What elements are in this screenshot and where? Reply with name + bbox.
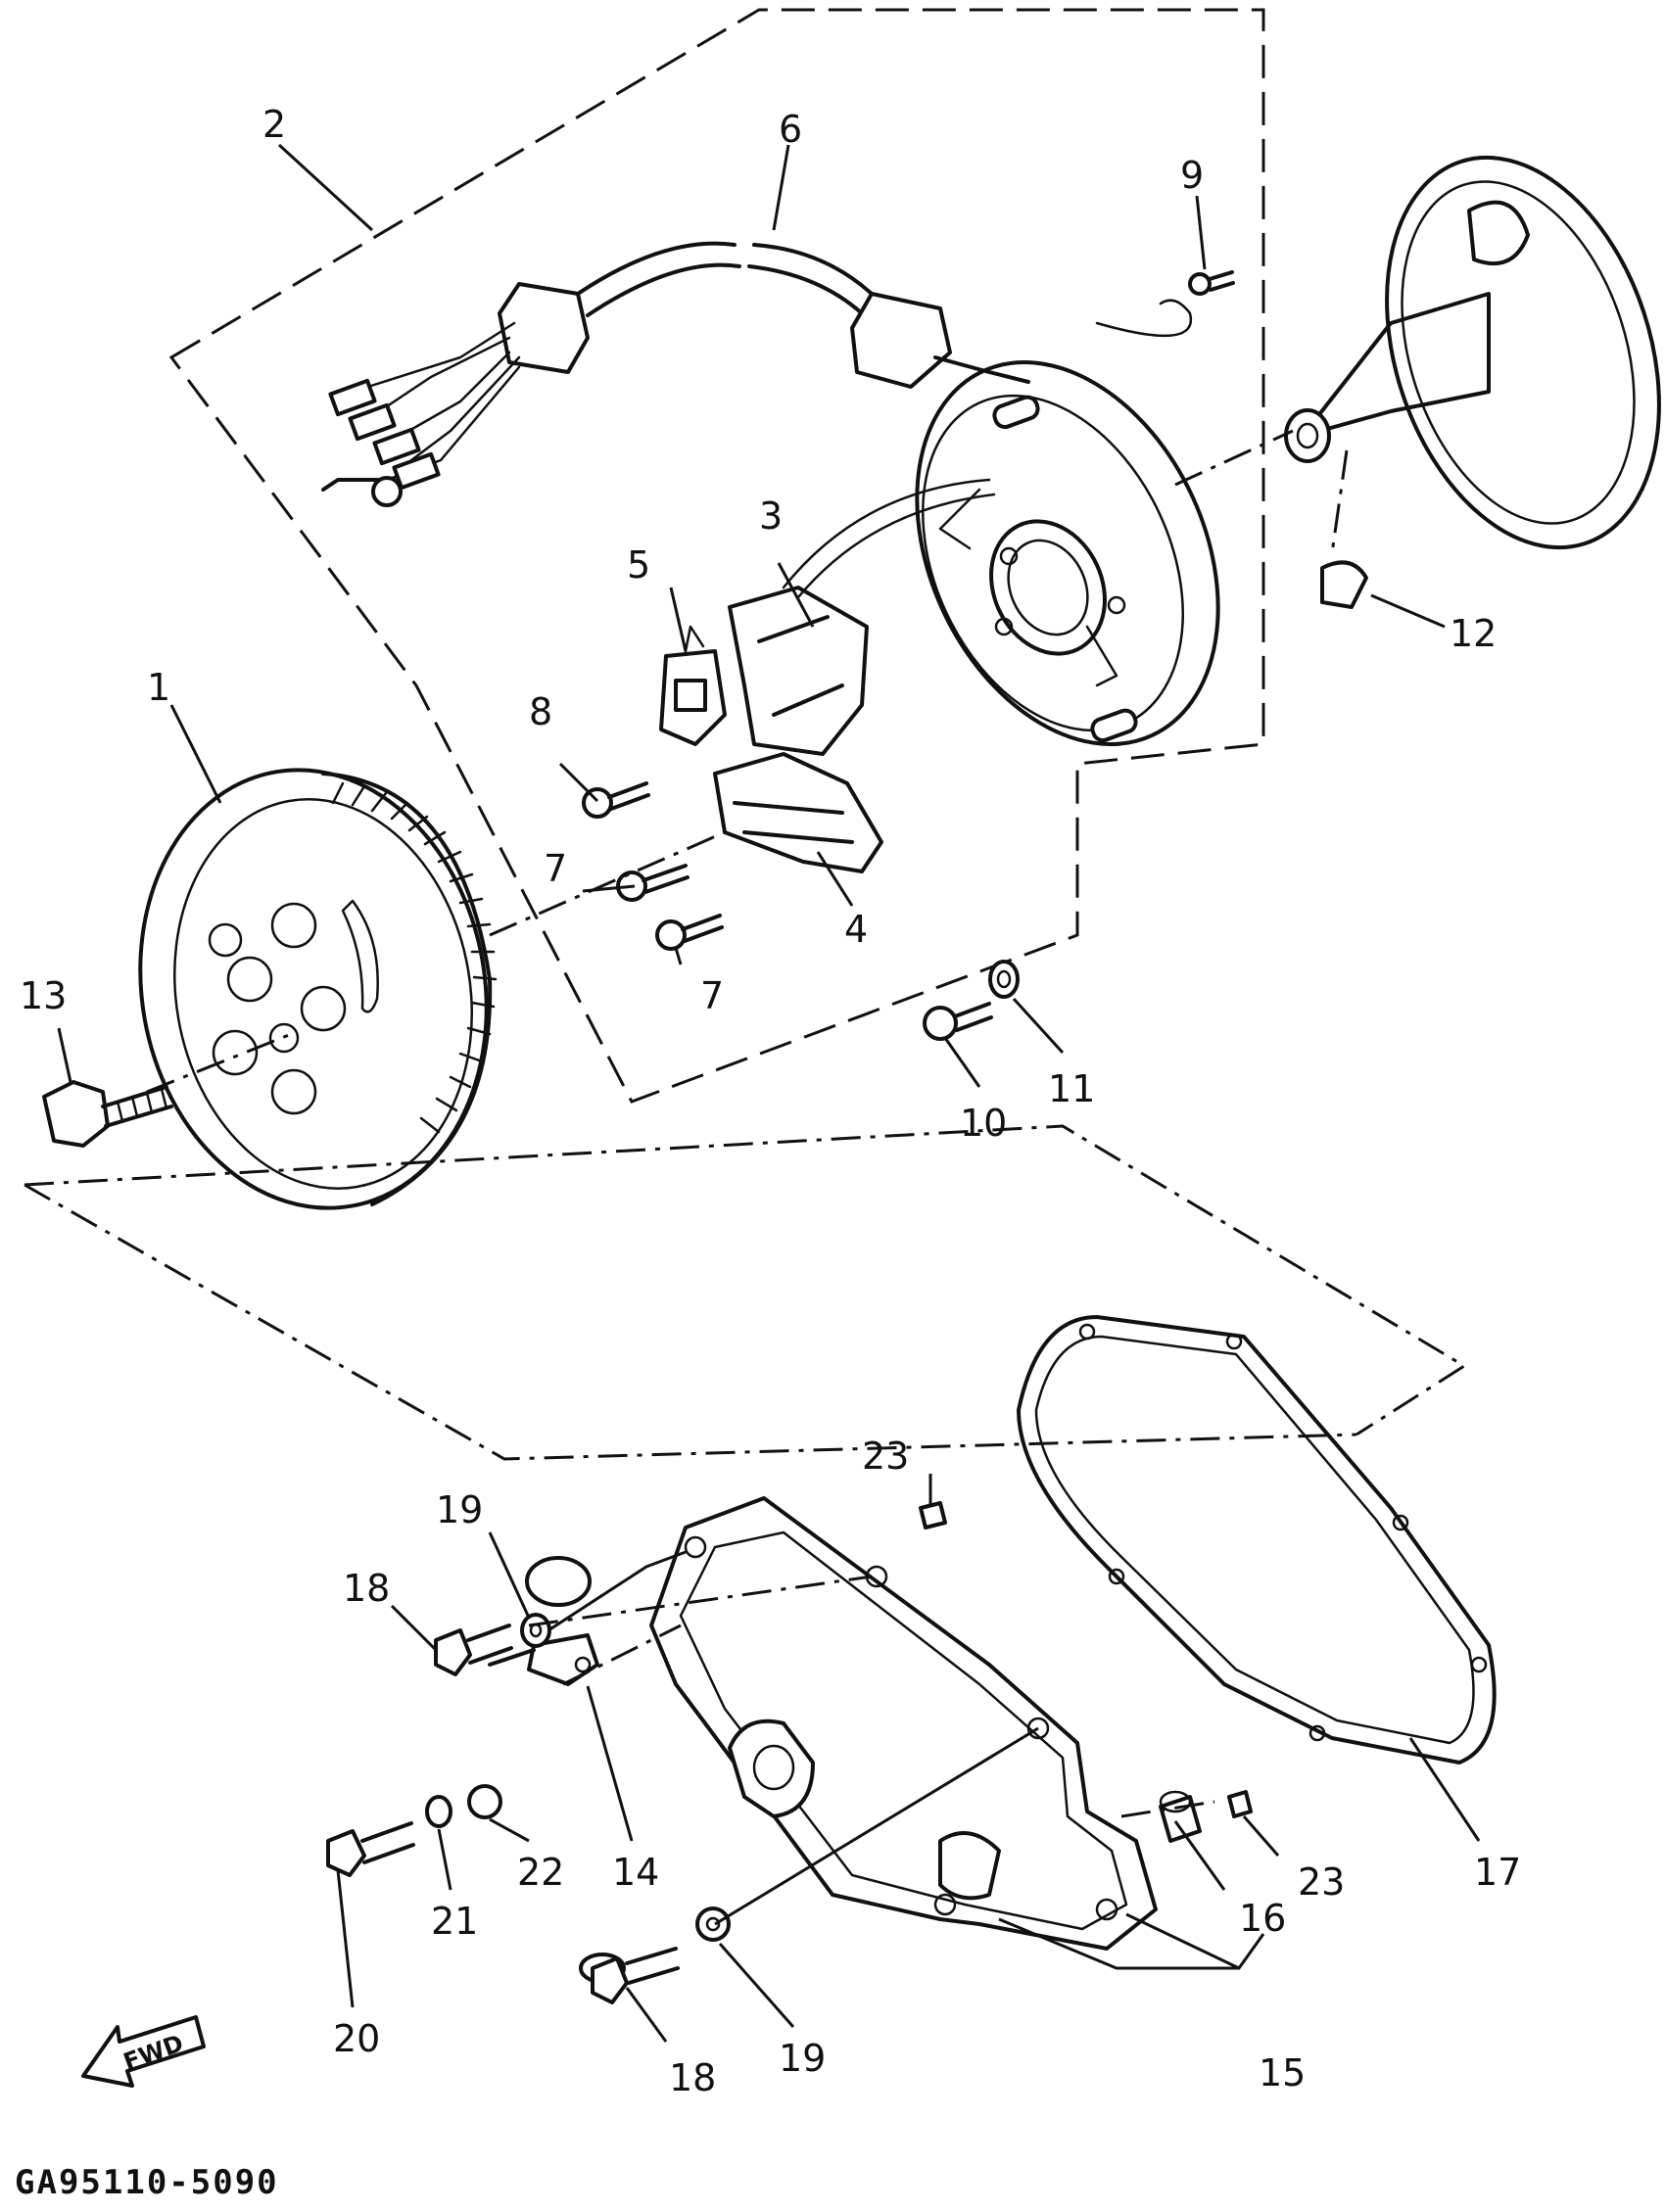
cover-group-boundary <box>24 1124 1467 1461</box>
callout-6: 6 <box>779 108 802 151</box>
callout-9: 9 <box>1180 154 1204 197</box>
stator-base-plate <box>915 360 1220 746</box>
wire-clamp <box>488 1556 599 1686</box>
callout-20: 20 <box>333 2017 380 2060</box>
callout-23-b: 23 <box>1298 1860 1345 1904</box>
cover-fasteners <box>326 1501 1253 2004</box>
flywheel-bolt <box>42 1080 173 1148</box>
callout-22: 22 <box>517 1851 564 1894</box>
callout-14: 14 <box>612 1851 659 1894</box>
alignment-lines <box>146 429 1349 1926</box>
callout-18-b: 18 <box>669 2056 716 2099</box>
callout-7-b: 7 <box>700 974 724 1017</box>
cover-gasket <box>1017 1315 1497 1765</box>
fwd-arrow: FWD <box>81 2015 206 2088</box>
flywheel-rotor <box>138 768 498 1210</box>
callout-1: 1 <box>147 666 170 709</box>
stator-screws <box>582 270 1235 951</box>
callout-17: 17 <box>1474 1851 1521 1894</box>
callout-12: 12 <box>1450 612 1497 655</box>
callout-16: 16 <box>1239 1897 1286 1940</box>
charging-coil <box>728 478 996 756</box>
callout-5: 5 <box>627 543 650 587</box>
callout-19-a: 19 <box>436 1488 483 1531</box>
callout-19-b: 19 <box>779 2037 826 2080</box>
callout-11: 11 <box>1048 1067 1095 1110</box>
leader-lines <box>57 143 1481 2043</box>
screw-washer-set <box>923 960 1020 1041</box>
lighting-coil <box>713 752 883 873</box>
callout-2: 2 <box>262 103 286 146</box>
callout-13: 13 <box>20 974 67 1017</box>
callout-8: 8 <box>529 690 552 733</box>
callout-3: 3 <box>759 494 783 538</box>
pickup-coil <box>659 625 727 746</box>
crankcase-cover <box>649 1496 1158 1951</box>
stator-assembly-boundary <box>168 8 1265 1104</box>
diagram-code: GA95110-5090 <box>15 2163 279 2202</box>
callout-23-a: 23 <box>862 1435 909 1478</box>
callout-21: 21 <box>431 1900 478 1943</box>
rotor-hub <box>1284 155 1661 609</box>
callout-18-a: 18 <box>343 1567 390 1610</box>
callout-15: 15 <box>1259 2051 1306 2094</box>
callout-4: 4 <box>844 908 868 951</box>
lead-wire-harness <box>321 241 1193 507</box>
callout-7-a: 7 <box>544 847 567 890</box>
callout-10: 10 <box>960 1102 1007 1145</box>
